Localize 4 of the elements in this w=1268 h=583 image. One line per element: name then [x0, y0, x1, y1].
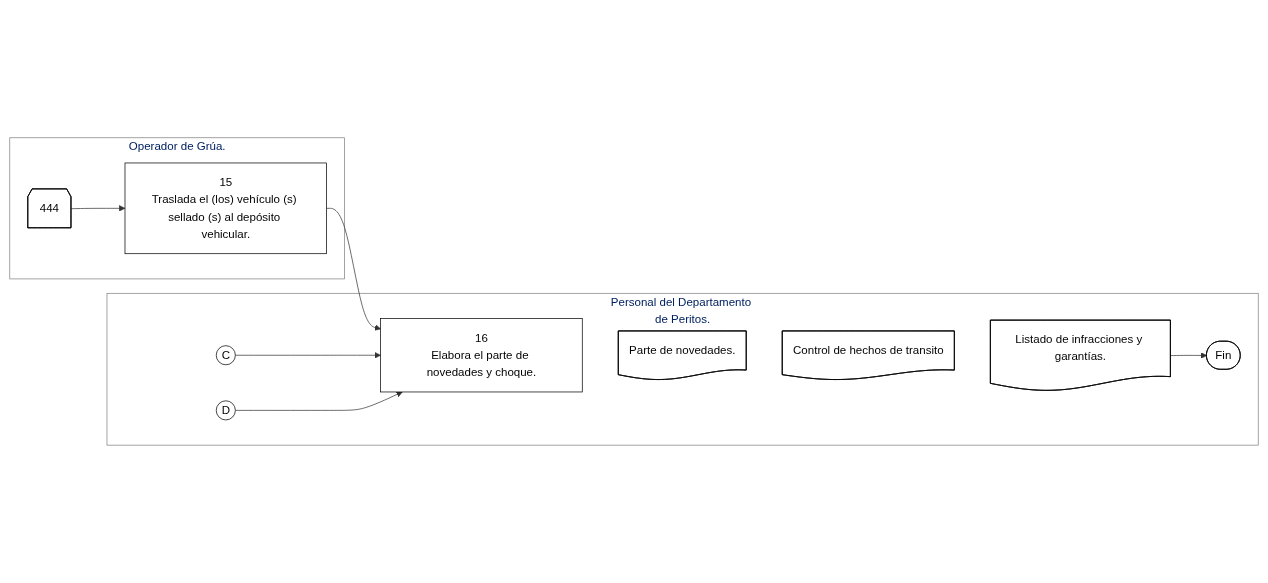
node-box: 16 Elabora el parte de novedades y choque. — [380, 318, 583, 393]
node-circle: C — [215, 345, 236, 366]
node-box: 15 Traslada el (los) vehículo (s) sellado (s) al depósito vehicular. — [124, 162, 327, 255]
node-circle: D — [215, 400, 236, 421]
